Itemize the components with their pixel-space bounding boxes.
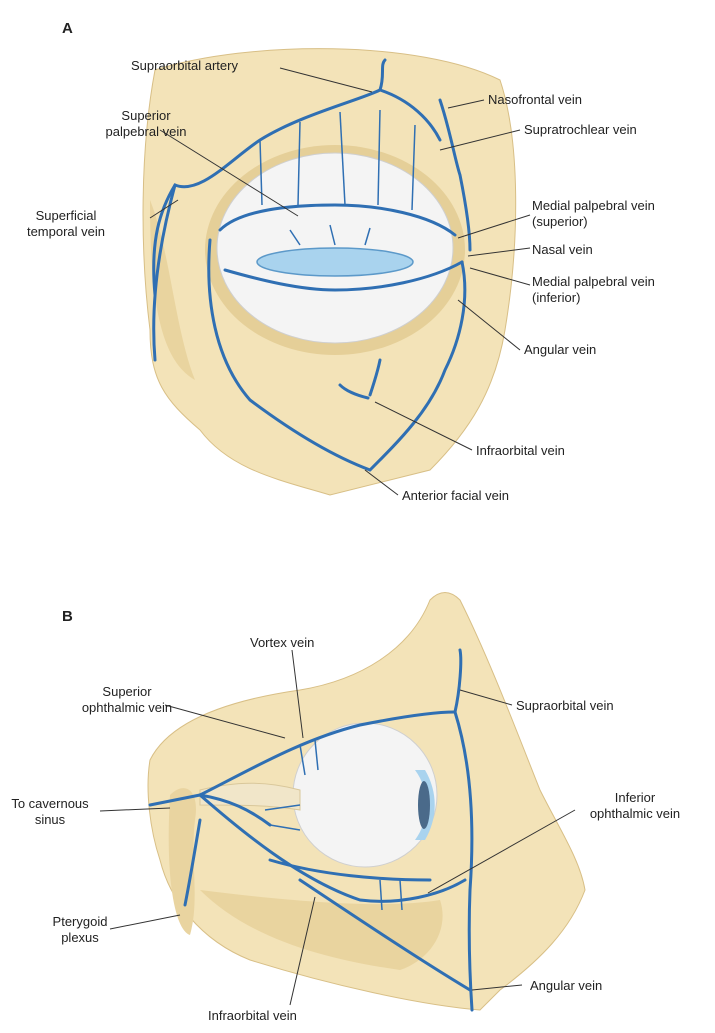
label-superficial-temporal-vein: Superficial temporal vein xyxy=(6,208,126,240)
label-medial-palpebral-inferior-line1: Medial palpebral vein xyxy=(532,274,655,290)
panel-b-illustration xyxy=(148,593,585,1011)
label-supratrochlear-vein: Supratrochlear vein xyxy=(524,122,637,138)
label-nasofrontal-vein: Nasofrontal vein xyxy=(488,92,582,108)
label-superior-palpebral-vein-line2: palpebral vein xyxy=(86,124,206,140)
label-cavernous-line1: To cavernous xyxy=(0,796,100,812)
label-superior-palpebral-vein: Superior palpebral vein xyxy=(86,108,206,140)
panel-label-a: A xyxy=(62,20,73,37)
label-medial-palpebral-vein-superior: Medial palpebral vein (superior) xyxy=(532,198,655,230)
label-medial-palpebral-inferior-line2: (inferior) xyxy=(532,290,655,306)
label-inferior-ophthalmic-vein: Inferior ophthalmic vein xyxy=(560,790,710,822)
palpebral-fissure xyxy=(257,248,413,276)
iris xyxy=(418,781,430,829)
label-superior-ophthalmic-vein: Superior ophthalmic vein xyxy=(62,684,192,716)
label-superior-ophthalmic-line2: ophthalmic vein xyxy=(62,700,192,716)
label-to-cavernous-sinus: To cavernous sinus xyxy=(0,796,100,828)
label-medial-palpebral-superior-line2: (superior) xyxy=(532,214,655,230)
label-infraorbital-vein-b: Infraorbital vein xyxy=(208,1008,297,1024)
label-supraorbital-artery: Supraorbital artery xyxy=(131,58,238,74)
label-angular-vein-b: Angular vein xyxy=(530,978,602,994)
label-cavernous-line2: sinus xyxy=(0,812,100,828)
label-vortex-vein: Vortex vein xyxy=(250,635,314,651)
eyeball xyxy=(293,723,437,867)
label-pterygoid-plexus: Pterygoid plexus xyxy=(40,914,120,946)
label-pterygoid-line2: plexus xyxy=(40,930,120,946)
label-medial-palpebral-vein-inferior: Medial palpebral vein (inferior) xyxy=(532,274,655,306)
label-superior-palpebral-vein-line1: Superior xyxy=(86,108,206,124)
label-infraorbital-vein-a: Infraorbital vein xyxy=(476,443,565,459)
label-anterior-facial-vein: Anterior facial vein xyxy=(402,488,509,504)
label-supraorbital-vein: Supraorbital vein xyxy=(516,698,614,714)
label-superficial-temporal-vein-line1: Superficial xyxy=(6,208,126,224)
label-superficial-temporal-vein-line2: temporal vein xyxy=(6,224,126,240)
label-superior-ophthalmic-line1: Superior xyxy=(62,684,192,700)
panel-label-b: B xyxy=(62,608,73,625)
label-inferior-ophthalmic-line1: Inferior xyxy=(560,790,710,806)
label-angular-vein-a: Angular vein xyxy=(524,342,596,358)
label-medial-palpebral-superior-line1: Medial palpebral vein xyxy=(532,198,655,214)
label-inferior-ophthalmic-line2: ophthalmic vein xyxy=(560,806,710,822)
label-nasal-vein: Nasal vein xyxy=(532,242,593,258)
label-pterygoid-line1: Pterygoid xyxy=(40,914,120,930)
